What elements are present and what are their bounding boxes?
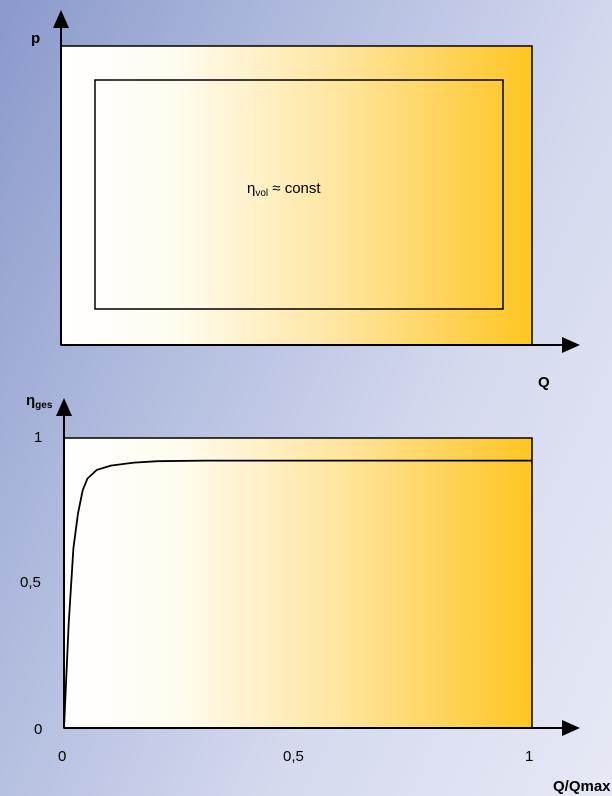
top-y-axis-label: p (31, 30, 40, 47)
efficiency-curve (63, 459, 532, 729)
y-tick-label-1: 1 (34, 429, 42, 446)
bottom-diagram: ηges 1 0,5 0 0 0,5 1 Q/Qmax (20, 392, 611, 795)
bottom-x-axis-label: Q/Qmax (553, 778, 611, 795)
y-tick-label-0-5: 0,5 (20, 574, 41, 591)
top-diagram: p Q ηvol ≈ const (31, 10, 580, 391)
x-tick-label-0: 0 (58, 748, 66, 765)
bottom-y-axis-label: ηges (26, 392, 53, 411)
bottom-x-axis-arrow-icon (562, 720, 580, 736)
bottom-fill-region (63, 437, 533, 729)
bottom-y-axis-arrow-icon (56, 398, 72, 416)
top-outer-region (60, 45, 533, 346)
top-annotation: ηvol ≈ const (247, 180, 321, 199)
top-inner-region (94, 79, 504, 310)
y-tick-label-0: 0 (34, 721, 42, 738)
x-tick-label-1: 1 (525, 748, 533, 765)
top-x-axis-label: Q (538, 374, 550, 391)
top-y-axis-arrow-icon (53, 10, 69, 28)
top-x-axis-arrow-icon (562, 337, 580, 353)
x-tick-label-0-5: 0,5 (283, 748, 304, 765)
